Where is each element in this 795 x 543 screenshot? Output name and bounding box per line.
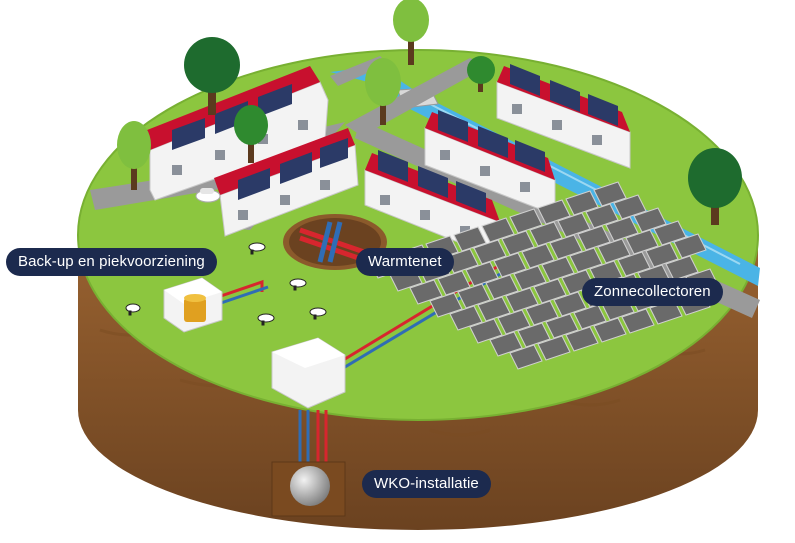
solar-collector — [549, 234, 583, 260]
solar-collector — [617, 251, 651, 277]
solar-collector — [645, 242, 679, 268]
solar-collector — [665, 255, 699, 281]
solar-collector — [541, 256, 575, 282]
solar-collector — [573, 304, 607, 330]
wko-building — [271, 337, 346, 409]
solar-collector — [605, 216, 639, 242]
solar-collector — [537, 199, 571, 225]
label-zonnecollectoren: Zonnecollectoren — [582, 278, 723, 306]
wko-well — [271, 410, 346, 517]
solar-collector — [457, 283, 491, 309]
solar-collector — [653, 220, 687, 246]
solar-collector — [517, 322, 551, 348]
tree-icon — [234, 105, 268, 163]
house-row-west — [214, 128, 359, 237]
solar-collector — [473, 239, 507, 265]
solar-collector — [621, 308, 655, 334]
solar-collector — [509, 344, 543, 370]
house-row-northwest — [142, 66, 329, 201]
backup-pipes — [214, 279, 269, 307]
solar-collector — [537, 335, 571, 361]
solar-collector — [597, 238, 631, 264]
solar-collector — [529, 221, 563, 247]
solar-collector — [497, 309, 531, 335]
solar-collector — [485, 274, 519, 300]
solar-collector — [501, 230, 535, 256]
trees — [117, 0, 742, 225]
solar-collector — [569, 247, 603, 273]
solar-collector — [409, 279, 443, 305]
solar-collector — [565, 326, 599, 352]
solar-collector — [593, 317, 627, 343]
backup-building — [163, 277, 223, 333]
solar-collector — [553, 291, 587, 317]
solar-collector — [613, 194, 647, 220]
solar-collector — [453, 226, 487, 252]
solar-collector — [557, 212, 591, 238]
tree-icon — [117, 121, 151, 190]
car — [195, 188, 221, 203]
label-backup-en-piekvoorziening: Back-up en piekvoorziening — [6, 248, 217, 276]
solar-collector — [633, 207, 667, 233]
solar-collector — [565, 190, 599, 216]
solar-collector — [505, 287, 539, 313]
solar-collector — [577, 225, 611, 251]
house-row-east — [424, 110, 556, 216]
solar-collector — [525, 300, 559, 326]
solar-collector — [481, 217, 515, 243]
solar-collector — [521, 243, 555, 269]
solar-collector — [449, 305, 483, 331]
solar-collector — [489, 331, 523, 357]
solar-collector — [593, 181, 627, 207]
solar-collector — [585, 203, 619, 229]
tree-icon — [467, 56, 495, 92]
solar-collector — [513, 265, 547, 291]
tree-icon — [184, 37, 240, 115]
solar-collector — [477, 296, 511, 322]
solar-collector — [509, 208, 543, 234]
solar-collector — [469, 318, 503, 344]
solar-collector — [465, 261, 499, 287]
solar-collector — [545, 313, 579, 339]
label-warmtenet: Warmtenet — [356, 248, 454, 276]
label-wko-installatie: WKO-installatie — [362, 470, 491, 498]
house-row-northeast — [496, 64, 631, 169]
cows — [125, 242, 327, 326]
solar-collector — [437, 270, 471, 296]
solar-collector — [493, 252, 527, 278]
tree-icon — [393, 0, 429, 65]
solar-collector — [429, 292, 463, 318]
solar-collector — [625, 229, 659, 255]
tree-icon — [365, 58, 401, 125]
tree-icon — [688, 148, 742, 225]
solar-collector — [533, 278, 567, 304]
solar-collector — [673, 233, 707, 259]
